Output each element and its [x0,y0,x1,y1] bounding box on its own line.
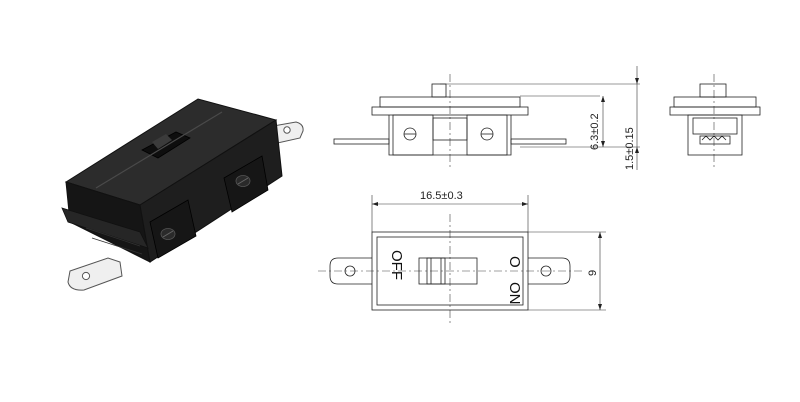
switch-body [61,98,283,263]
dim-body-height: 6.3±0.2 [589,113,601,150]
dim-width: 16.5±0.3 [420,190,463,202]
label-on: ON [506,282,523,305]
product-3d-view [61,98,304,291]
label-off: OFF [388,250,405,280]
top-plan-view: 16.5±0.3 OFF O ON 9 [318,190,606,326]
dim-depth: 9 [587,270,599,276]
dim-terminal-height: 1.5±0.15 [624,127,636,170]
side-elevation-view [669,74,761,168]
label-o: O [506,256,523,268]
front-elevation-view: 6.3±0.2 1.5±0.15 [333,66,640,170]
left-terminal-tab [67,257,123,291]
